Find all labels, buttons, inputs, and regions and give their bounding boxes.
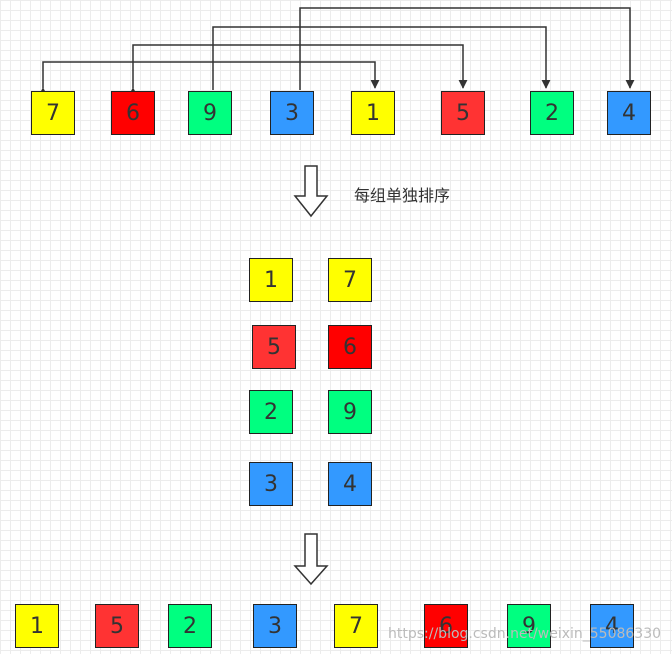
connector-6-5 <box>128 44 468 97</box>
watermark: https://blog.csdn.net/weixin_55086330 <box>388 626 662 642</box>
box-group-4-4: 4 <box>328 462 372 506</box>
box-initial-2: 2 <box>530 91 574 135</box>
box-initial-4: 4 <box>607 91 651 135</box>
box-group-2-5: 5 <box>252 325 296 369</box>
box-result-7: 7 <box>334 604 378 648</box>
connector-7-1 <box>38 61 380 97</box>
box-result-1: 1 <box>15 604 59 648</box>
down-arrow-2-icon <box>293 533 329 586</box>
box-result-9: 9 <box>507 604 551 648</box>
box-result-5: 5 <box>95 604 139 648</box>
step-label: 每组单独排序 <box>354 186 451 205</box>
box-initial-3: 3 <box>270 91 314 135</box>
box-result-6: 6 <box>424 604 468 648</box>
box-result-2: 2 <box>168 604 212 648</box>
box-initial-7: 7 <box>31 91 75 135</box>
box-group-1-7: 7 <box>328 258 372 302</box>
box-group-3-2: 2 <box>249 390 293 434</box>
box-initial-1: 1 <box>351 91 395 135</box>
down-arrow-1-icon <box>293 165 329 218</box>
connector-3-4 <box>299 7 635 90</box>
box-result-4: 4 <box>590 604 634 648</box>
box-initial-9: 9 <box>188 91 232 135</box>
box-result-3: 3 <box>253 604 297 648</box>
box-initial-6: 6 <box>111 91 155 135</box>
connector-9-2 <box>212 26 551 90</box>
box-group-1-1: 1 <box>249 258 293 302</box>
box-initial-5: 5 <box>441 91 485 135</box>
box-group-4-3: 3 <box>249 462 293 506</box>
box-group-2-6: 6 <box>328 325 372 369</box>
box-group-3-9: 9 <box>328 390 372 434</box>
